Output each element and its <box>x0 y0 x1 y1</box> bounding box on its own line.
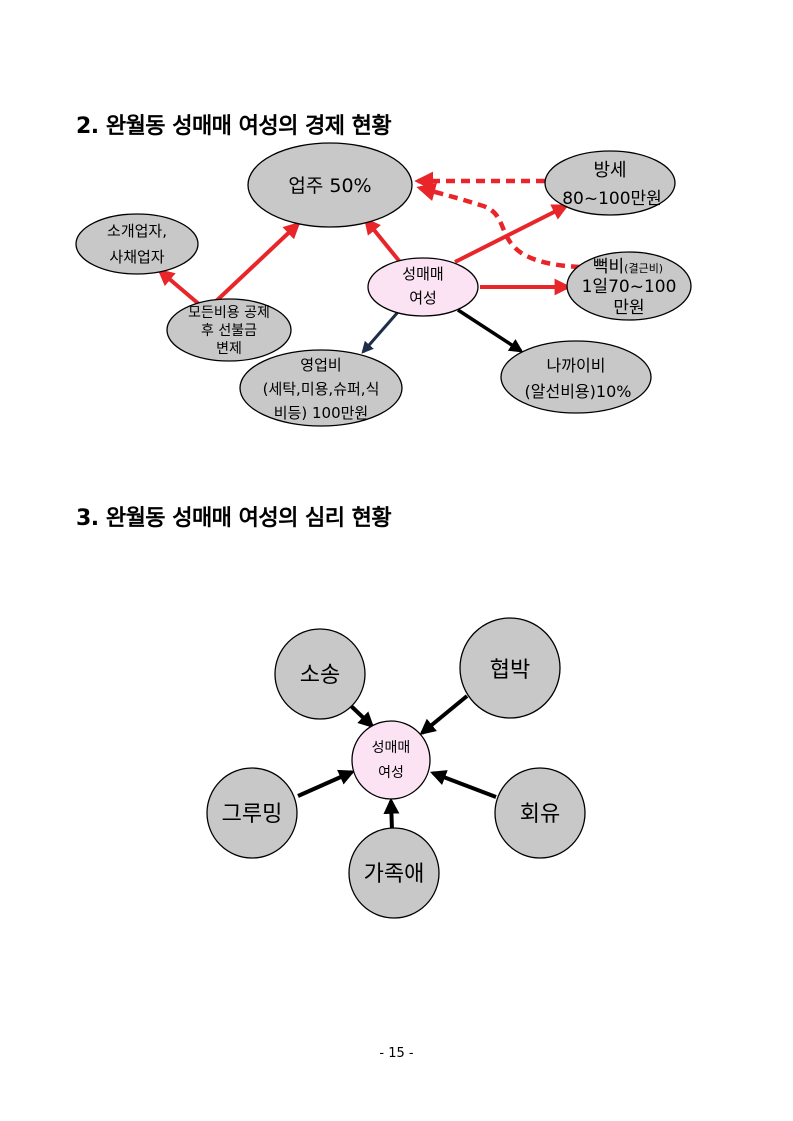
node-deduct-line1: 모든비용 공제 <box>188 305 270 321</box>
node-nakkai-line2: (알선비용)10% <box>525 382 632 401</box>
node-woman-economic-line2: 여성 <box>409 289 437 307</box>
node-rent: 방세 80~100만원 <box>544 150 676 216</box>
arrow-woman-to-nakkai <box>457 308 524 353</box>
node-debt-small: (결근비) <box>624 262 663 275</box>
node-business-line1: 영업비 <box>300 356 341 374</box>
node-nakkai-line1: 나까이비 <box>547 356 606 375</box>
node-rent-line2: 80~100만원 <box>562 189 662 209</box>
node-business-line3: 비등) 100만원 <box>274 404 368 422</box>
node-threat-label: 협박 <box>490 658 530 683</box>
arrow-woman-to-owner <box>363 217 402 264</box>
node-business: 영업비 (세탁,미용,슈퍼,식 비등) 100만원 <box>239 349 403 427</box>
node-family: 가족애 <box>348 827 440 919</box>
arrow-deduct-to-owner <box>210 221 301 307</box>
node-woman-psych: 성매매 여성 <box>351 720 431 800</box>
arrow-woman-to-rent <box>454 204 569 264</box>
node-lawsuit-label: 소송 <box>300 663 340 688</box>
node-broker-line2: 사채업자 <box>109 248 164 266</box>
node-deduct-line3: 변제 <box>216 341 242 357</box>
arrow-lawsuit-to-woman <box>348 703 375 729</box>
node-woman-psych-line2: 여성 <box>378 765 404 781</box>
section3-arrows <box>297 694 497 831</box>
node-grooming: 그루밍 <box>206 767 298 859</box>
node-broker: 소개업자, 사채업자 <box>75 213 199 275</box>
node-woman-economic-line1: 성매매 <box>402 265 443 283</box>
section2-arrows <box>157 171 581 354</box>
node-deduct: 모든비용 공제 후 선불금 변제 <box>166 298 292 362</box>
arrow-threat-to-woman <box>419 694 469 736</box>
node-owner-label: 업주 50% <box>288 175 371 197</box>
arrow-remorse-to-woman <box>430 770 497 799</box>
arrow-woman-to-business <box>361 311 400 354</box>
node-remorse: 회유 <box>494 767 586 859</box>
arrow-family-to-woman <box>383 797 400 831</box>
node-debt-main: 뻑비 <box>593 257 624 277</box>
node-woman-economic: 성매매 여성 <box>367 257 479 317</box>
node-debt-line2: 1일70~100 <box>582 277 677 297</box>
section3-title: 3. 완월동 성매매 여성의 심리 현황 <box>76 506 392 531</box>
node-family-label: 가족애 <box>364 862 425 887</box>
arrow-grooming-to-woman <box>297 769 355 798</box>
arrow-deduct-to-broker <box>157 268 202 307</box>
node-nakkai: 나까이비 (알선비용)10% <box>500 340 652 414</box>
node-owner: 업주 50% <box>247 142 413 228</box>
node-grooming-label: 그루밍 <box>222 802 283 827</box>
node-debt-line1: 뻑비(결근비) <box>593 257 663 277</box>
node-business-line2: (세탁,미용,슈퍼,식 <box>263 380 380 398</box>
section2-title: 2. 완월동 성매매 여성의 경제 현황 <box>76 114 392 139</box>
node-rent-line1: 방세 <box>593 160 626 181</box>
node-broker-line1: 소개업자, <box>107 222 167 240</box>
node-debt-line3: 만원 <box>613 298 644 318</box>
node-deduct-line2: 후 선불금 <box>201 323 257 339</box>
arrow-debt-to-owner-dotted <box>416 182 581 270</box>
page-number: - 15 - <box>379 1046 414 1061</box>
node-lawsuit: 소송 <box>274 628 366 720</box>
node-remorse-label: 회유 <box>520 802 560 827</box>
node-threat: 협박 <box>459 617 561 719</box>
node-woman-psych-line1: 성매매 <box>372 740 411 756</box>
node-debt: 뻑비(결근비) 1일70~100 만원 <box>566 251 692 321</box>
